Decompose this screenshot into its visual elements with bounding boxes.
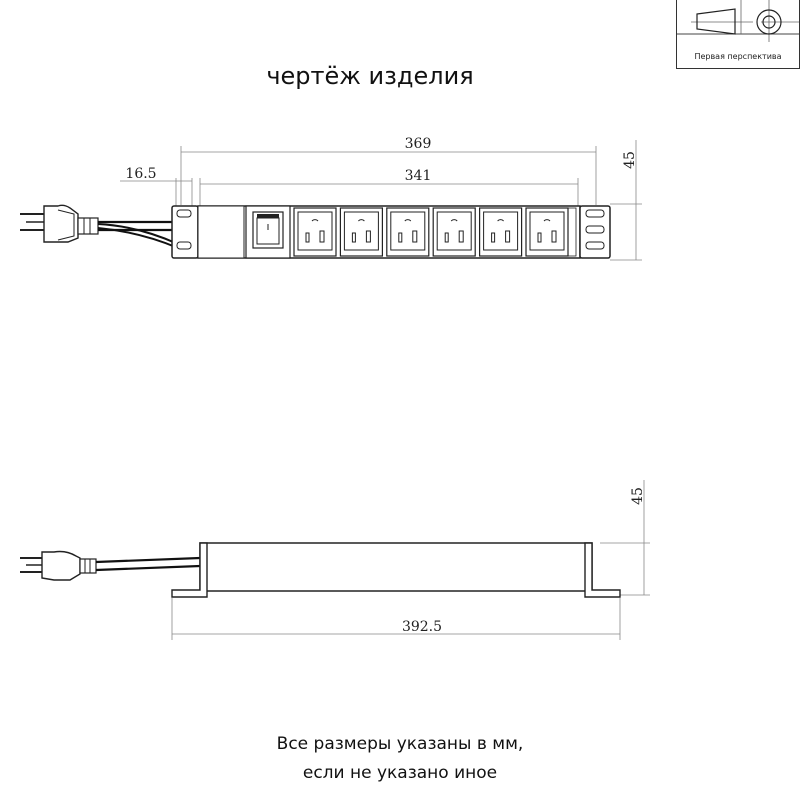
socket-group (293, 207, 569, 257)
dim-height-top: 45 (610, 140, 642, 261)
dim-height-side: 45 (600, 480, 650, 596)
top-view: 369 341 16.5 45 (20, 136, 642, 261)
dim-socket-span: 341 (199, 168, 579, 206)
dim-height-top-label: 45 (622, 151, 638, 169)
socket-outlet (293, 207, 337, 257)
power-cable-side (95, 556, 201, 572)
power-switch (245, 205, 291, 259)
first-angle-projection-icon (677, 0, 799, 42)
power-plug-side (20, 550, 97, 581)
dim-side-length: 392.5 (171, 598, 621, 640)
pdu-body-top (171, 205, 611, 259)
dim-mount-offset-label: 16.5 (125, 166, 156, 182)
projection-box: Первая перспектива (676, 0, 800, 69)
dim-side-length-label: 392.5 (402, 619, 442, 635)
socket-outlet (386, 207, 430, 257)
dim-mount-offset: 16.5 (120, 166, 193, 206)
dim-overall-length: 369 (180, 136, 597, 205)
socket-outlet (432, 207, 476, 257)
dim-height-side-label: 45 (630, 487, 646, 505)
pdu-body-side (171, 542, 621, 598)
units-note-line1: Все размеры указаны в мм, (276, 734, 524, 754)
dim-socket-span-label: 341 (405, 168, 432, 184)
side-view: 45 392.5 (20, 480, 650, 640)
power-plug-top (20, 204, 99, 243)
power-cable-top (97, 220, 179, 249)
units-note-line2: если не указано иное (302, 763, 498, 783)
socket-outlet (479, 207, 523, 257)
dim-overall-length-label: 369 (405, 136, 432, 152)
drawing-title: чертёж изделия (266, 62, 474, 90)
socket-outlet (525, 207, 569, 257)
socket-outlet (339, 207, 383, 257)
projection-label: Первая перспектива (694, 52, 782, 61)
